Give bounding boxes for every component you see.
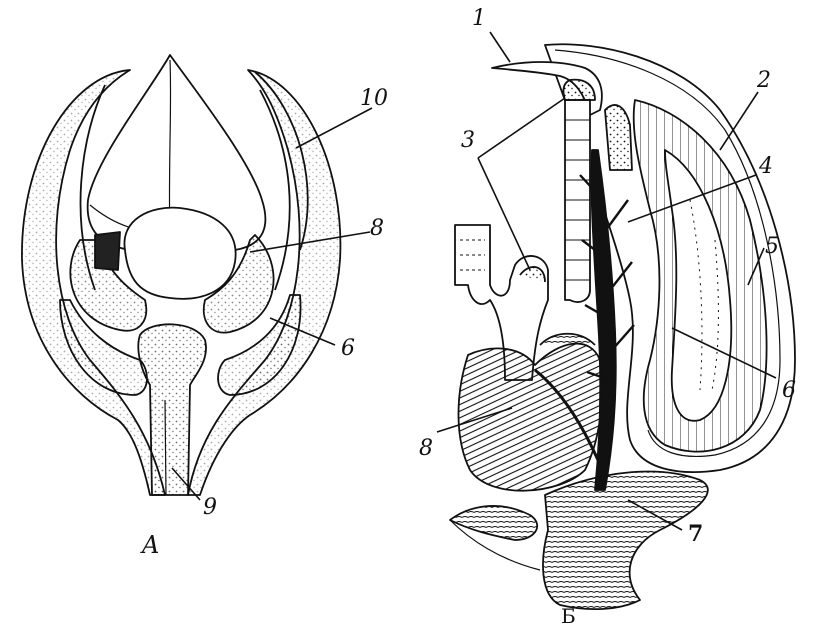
caption-a: A bbox=[142, 533, 159, 557]
central-boss bbox=[124, 208, 235, 299]
label-4-right: 4 bbox=[759, 156, 773, 178]
label-8-right: 8 bbox=[419, 438, 433, 460]
ovary bbox=[458, 344, 601, 491]
cellular-column bbox=[565, 100, 590, 302]
caption-b: Б bbox=[561, 606, 576, 626]
label-5-right: 5 bbox=[765, 236, 779, 258]
label-3-right: 3 bbox=[461, 130, 475, 152]
label-8-left: 8 bbox=[370, 218, 384, 240]
label-9-left: 9 bbox=[203, 497, 217, 519]
receptacle-base bbox=[543, 472, 708, 610]
flower-drawing-a bbox=[22, 55, 340, 495]
label-10-left: 10 bbox=[360, 88, 388, 110]
label-1-right: 1 bbox=[472, 8, 486, 30]
label-6-right: 6 bbox=[782, 380, 796, 402]
flower-section-b bbox=[450, 44, 795, 609]
label-7-right: 7 bbox=[688, 523, 703, 545]
label-6-left: 6 bbox=[341, 338, 355, 360]
label-2-right: 2 bbox=[757, 70, 771, 92]
